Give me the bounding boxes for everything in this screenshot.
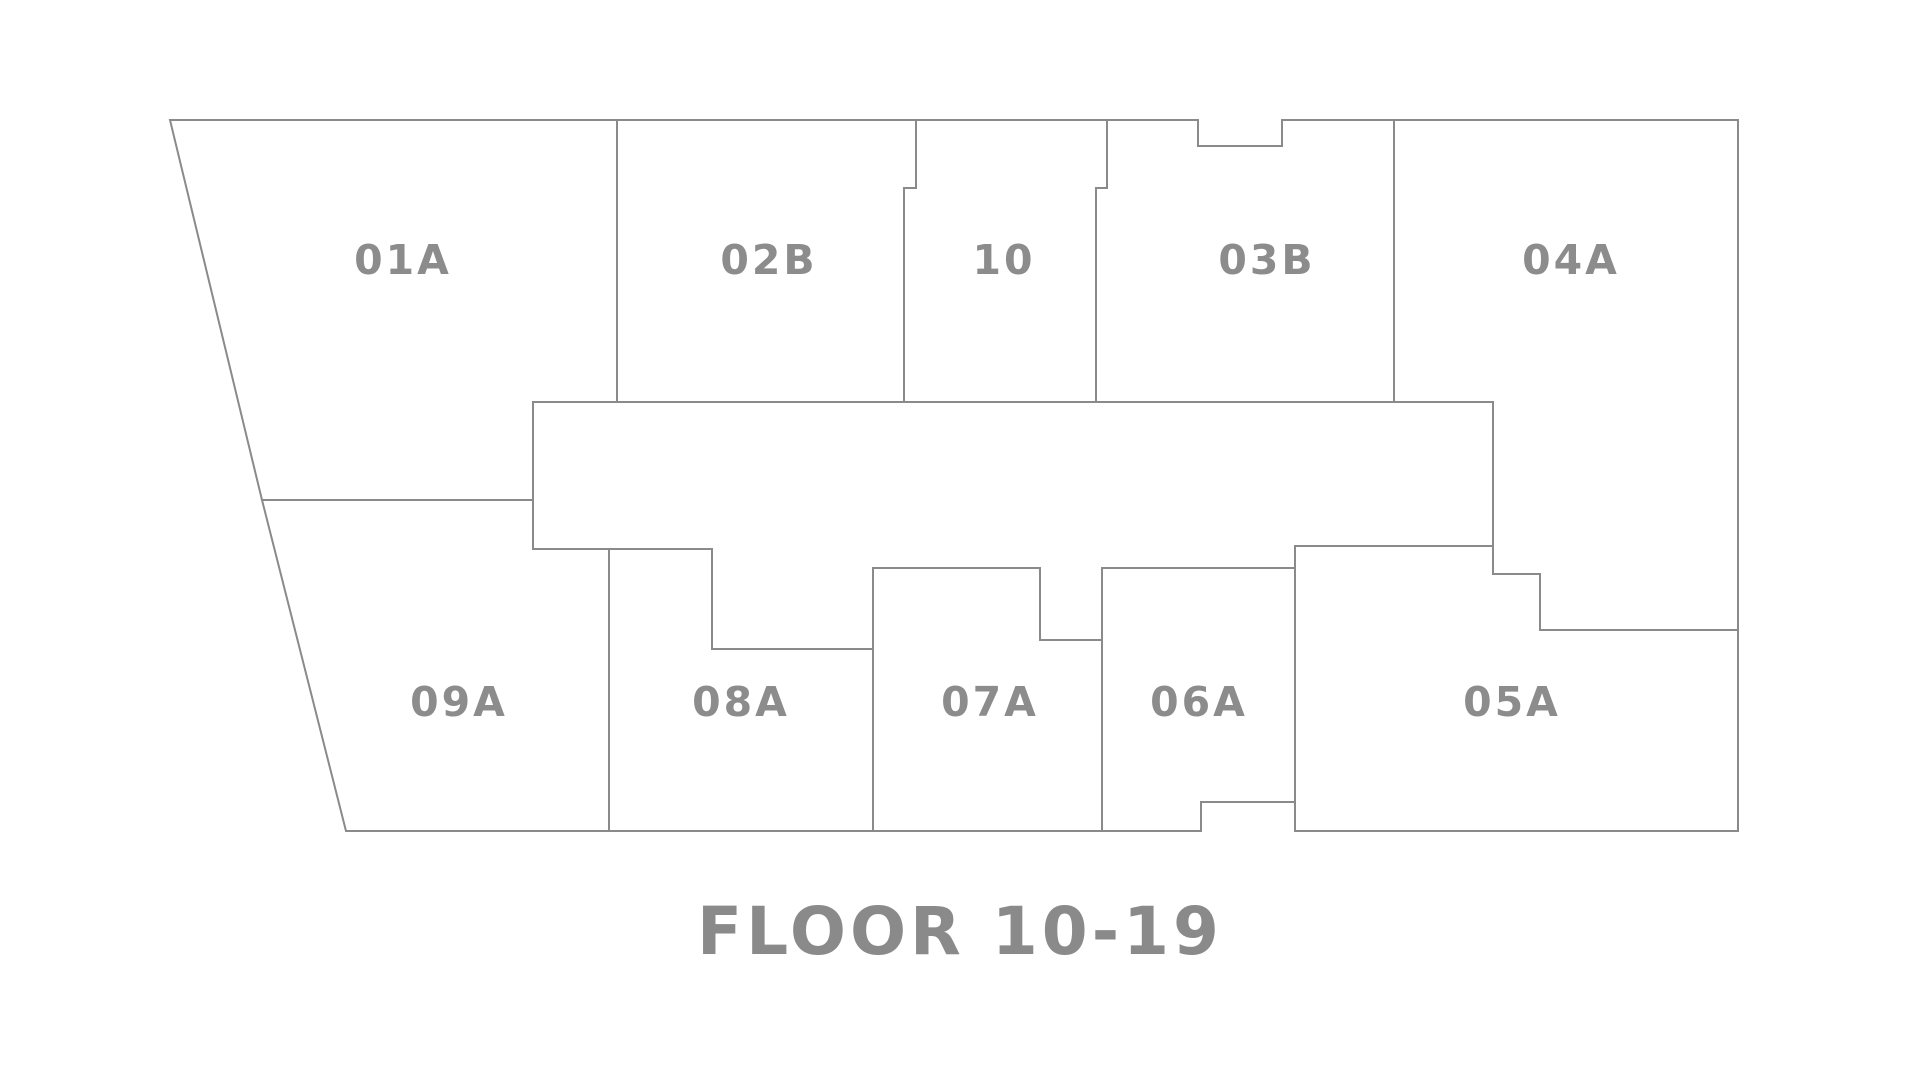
unit-06A[interactable]: 06A bbox=[1101, 567, 1296, 832]
floor-title: FLOOR 10-19 bbox=[697, 893, 1223, 970]
unit-07A-label: 07A bbox=[941, 678, 1039, 726]
unit-09A[interactable]: 09A bbox=[260, 499, 610, 832]
unit-04A-label: 04A bbox=[1522, 236, 1620, 284]
unit-03B-label: 03B bbox=[1218, 236, 1315, 284]
unit-05A-outline bbox=[1294, 545, 1739, 832]
unit-02B[interactable]: 02B bbox=[616, 119, 917, 403]
unit-01A-label: 01A bbox=[354, 236, 452, 284]
unit-06A-label: 06A bbox=[1150, 678, 1248, 726]
unit-07A[interactable]: 07A bbox=[872, 567, 1103, 832]
unit-05A-label: 05A bbox=[1463, 678, 1561, 726]
unit-02B-label: 02B bbox=[720, 236, 817, 284]
unit-09A-outline bbox=[260, 499, 610, 832]
unit-03B[interactable]: 03B bbox=[1095, 119, 1395, 403]
unit-09A-label: 09A bbox=[410, 678, 508, 726]
unit-05A[interactable]: 05A bbox=[1294, 545, 1739, 832]
unit-10[interactable]: 10 bbox=[903, 119, 1108, 403]
unit-08A-label: 08A bbox=[692, 678, 790, 726]
unit-10-label: 10 bbox=[972, 236, 1035, 284]
